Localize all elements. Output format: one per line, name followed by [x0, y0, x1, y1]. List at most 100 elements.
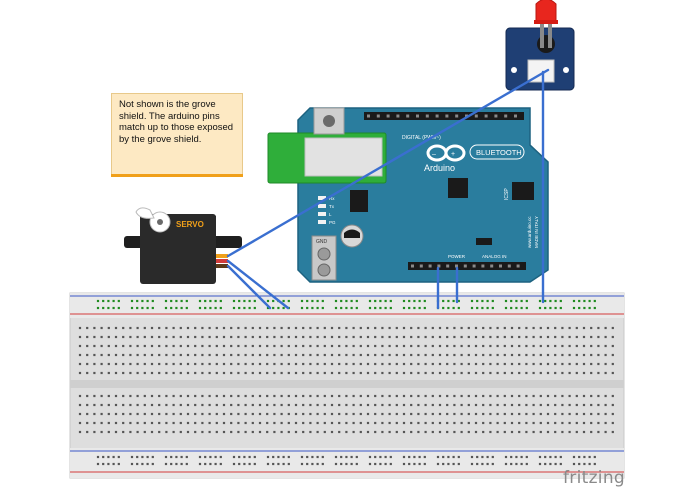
breadboard-hole — [201, 335, 204, 339]
breadboard-hole — [334, 455, 338, 459]
breadboard-hole — [417, 421, 420, 425]
breadboard-hole — [100, 394, 103, 398]
breadboard-hole — [114, 362, 118, 366]
header-pin — [437, 264, 441, 268]
breadboard-hole — [230, 421, 233, 425]
breadboard-hole — [381, 335, 384, 339]
breadboard-hole — [381, 362, 384, 366]
breadboard-hole — [482, 412, 485, 416]
breadboard-hole — [186, 371, 190, 375]
breadboard-hole — [107, 344, 110, 348]
breadboard-hole — [141, 462, 144, 466]
breadboard-hole — [136, 353, 139, 357]
breadboard-hole — [302, 353, 305, 357]
breadboard-hole — [438, 371, 442, 375]
breadboard-hole — [438, 362, 442, 366]
breadboard-hole — [504, 462, 508, 466]
breadboard-hole — [491, 462, 494, 466]
breadboard-hole — [604, 430, 607, 434]
breadboard-hole — [561, 430, 564, 434]
breadboard-hole — [258, 421, 262, 425]
breadboard-hole — [172, 412, 175, 416]
header-pin — [504, 114, 508, 118]
breadboard-hole — [345, 403, 348, 407]
breadboard-hole — [496, 403, 499, 407]
breadboard-hole — [510, 335, 514, 339]
breadboard-hole — [388, 335, 391, 339]
breadboard-hole — [402, 344, 406, 348]
breadboard-hole — [96, 299, 100, 303]
breadboard-hole — [352, 403, 355, 407]
breadboard-hole — [518, 353, 521, 357]
header-pin — [516, 264, 520, 268]
breadboard-hole — [423, 462, 426, 466]
breadboard-hole — [431, 403, 434, 407]
breadboard-hole — [381, 326, 384, 330]
breadboard-hole — [258, 412, 262, 416]
breadboard-hole — [102, 299, 105, 303]
breadboard-hole — [575, 344, 578, 348]
breadboard-hole — [251, 353, 254, 357]
jumper — [476, 238, 492, 245]
breadboard-hole — [194, 326, 197, 330]
breadboard-hole — [251, 430, 254, 434]
breadboard-hole — [330, 430, 334, 434]
breadboard-hole — [175, 299, 178, 303]
breadboard-hole — [251, 371, 254, 375]
breadboard-hole — [583, 299, 586, 303]
breadboard-hole — [258, 326, 262, 330]
breadboard-hole — [179, 430, 182, 434]
breadboard-hole — [266, 412, 269, 416]
breadboard-hole — [496, 412, 499, 416]
breadboard-hole — [222, 353, 226, 357]
breadboard-hole — [352, 371, 355, 375]
breadboard-hole — [546, 394, 550, 398]
breadboard-hole — [590, 362, 593, 366]
breadboard-hole — [215, 353, 218, 357]
breadboard-hole — [388, 371, 391, 375]
breadboard-hole — [520, 299, 523, 303]
breadboard-hole — [408, 462, 411, 466]
breadboard-hole — [561, 353, 564, 357]
breadboard-hole — [359, 430, 362, 434]
breadboard-hole — [300, 462, 304, 466]
breadboard-hole — [442, 462, 445, 466]
breadboard-hole — [146, 299, 149, 303]
breadboard-hole — [559, 462, 562, 466]
breadboard-hole — [309, 326, 312, 330]
breadboard-hole — [476, 299, 479, 303]
breadboard-hole — [384, 299, 387, 303]
breadboard-hole — [316, 353, 319, 357]
breadboard-hole — [273, 326, 276, 330]
breadboard-hole — [172, 394, 175, 398]
breadboard-hole — [345, 326, 348, 330]
breadboard-hole — [122, 326, 125, 330]
breadboard-hole — [244, 362, 247, 366]
breadboard-hole — [460, 326, 463, 330]
breadboard-hole — [374, 306, 377, 310]
breadboard-hole — [280, 326, 283, 330]
breadboard-hole — [204, 299, 207, 303]
breadboard-hole — [117, 455, 120, 459]
breadboard-hole — [359, 412, 362, 416]
digital-header-label: DIGITAL (PWM~) — [402, 135, 441, 141]
gnd-label: GND — [316, 239, 328, 245]
breadboard-hole — [467, 344, 470, 348]
breadboard-hole — [539, 344, 542, 348]
breadboard-hole — [597, 353, 600, 357]
breadboard-hole — [248, 462, 251, 466]
breadboard-hole — [122, 421, 125, 425]
header-pin — [396, 114, 400, 118]
breadboard-hole — [141, 455, 144, 459]
breadboard-hole — [232, 455, 236, 459]
breadboard-hole — [476, 462, 479, 466]
breadboard-hole — [345, 306, 348, 310]
breadboard-hole — [496, 335, 499, 339]
breadboard-hole — [230, 344, 233, 348]
breadboard-hole — [165, 344, 168, 348]
breadboard-hole — [316, 412, 319, 416]
breadboard-hole — [258, 353, 262, 357]
breadboard-hole — [518, 394, 521, 398]
breadboard-hole — [442, 299, 445, 303]
